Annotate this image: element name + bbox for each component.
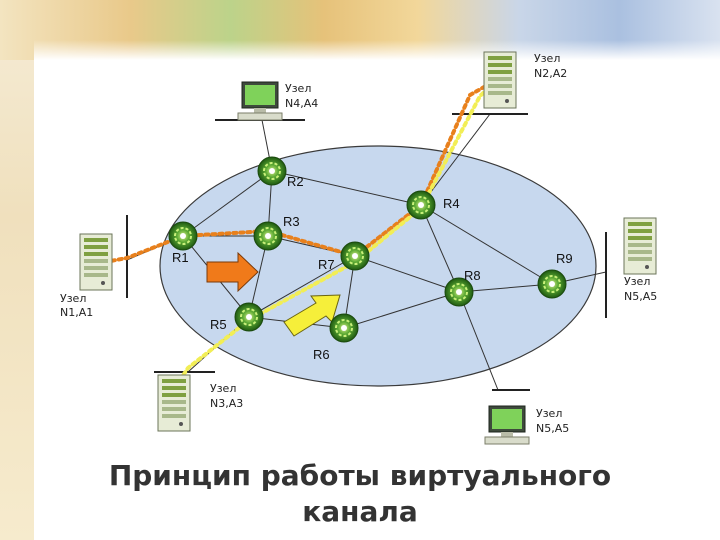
router-r2: [257, 156, 287, 186]
banner-fade: [34, 40, 720, 60]
router-label-r3: R3: [283, 214, 300, 229]
router-r5: [234, 302, 264, 332]
router-label-r8: R8: [464, 268, 481, 283]
router-label-r7: R7: [318, 257, 335, 272]
host-n4-workstation-icon: [237, 81, 283, 121]
router-r1: [168, 221, 198, 251]
arrow-yellow: [283, 294, 341, 337]
host-label-n1-name: Узел: [60, 292, 86, 305]
router-label-r1: R1: [172, 250, 189, 265]
router-r7: [340, 241, 370, 271]
host-n2-server-icon: [483, 51, 517, 109]
host-label-n1-addr: N1,A1: [60, 306, 93, 319]
router-label-r2: R2: [287, 174, 304, 189]
slide-title-line-1: Принцип работы виртуального: [108, 459, 612, 492]
host-label-n5-addr: N5,A5: [624, 290, 657, 303]
router-r9: [537, 269, 567, 299]
router-r4: [406, 190, 436, 220]
host-label-n4-name: Узел: [285, 82, 311, 95]
host-label-n3-addr: N3,A3: [210, 397, 243, 410]
host-label-n3-name: Узел: [210, 382, 236, 395]
router-label-r6: R6: [313, 347, 330, 362]
router-r6: [329, 313, 359, 343]
host-label-n5-name: Узел: [624, 275, 650, 288]
arrow-orange: [206, 251, 259, 293]
host-n6-workstation-icon: [484, 405, 530, 445]
host-label-n6-name: Узел: [536, 407, 562, 420]
host-label-n2-addr: N2,A2: [534, 67, 567, 80]
host-n5-server-icon: [623, 217, 657, 275]
router-label-r9: R9: [556, 251, 573, 266]
router-label-r4: R4: [443, 196, 460, 211]
router-label-r5: R5: [210, 317, 227, 332]
host-label-n6-addr: N5,A5: [536, 422, 569, 435]
host-n1-server-icon: [79, 233, 113, 291]
slide-title: Принцип работы виртуального канала: [60, 458, 660, 530]
host-n3-server-icon: [157, 374, 191, 432]
host-label-n2-name: Узел: [534, 52, 560, 65]
router-r3: [253, 221, 283, 251]
virtual-circuit-orange: [103, 73, 507, 264]
network-cloud: [159, 145, 597, 387]
host-label-n4-addr: N4,A4: [285, 97, 318, 110]
decorative-left-strip: [0, 0, 34, 540]
slide-title-line-2: канала: [302, 495, 418, 528]
